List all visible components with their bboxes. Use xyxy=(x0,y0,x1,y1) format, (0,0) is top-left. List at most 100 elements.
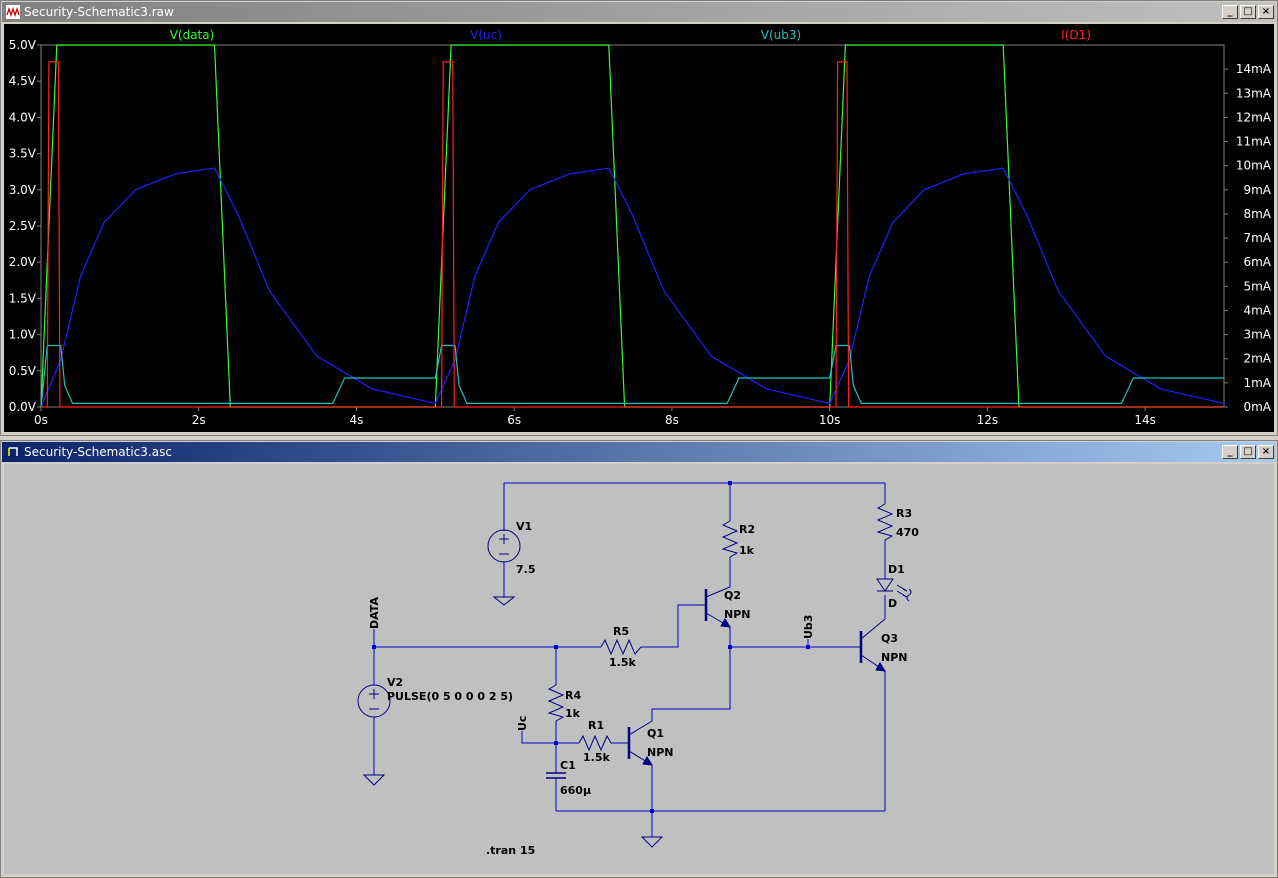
uc-net-label[interactable]: Uc xyxy=(516,716,529,731)
v2-source-icon[interactable] xyxy=(357,684,391,718)
y-right-tick-label: 12mA xyxy=(1236,110,1272,124)
y-right-tick-label: 14mA xyxy=(1236,62,1272,76)
r1-resistor-icon[interactable] xyxy=(578,734,613,752)
q3-name-label[interactable]: Q3 xyxy=(881,632,898,645)
y-right-tick-label: 8mA xyxy=(1243,207,1271,221)
waveform-plot[interactable]: V(data)V(uc)V(ub3)I(D1) 0.0V0.5V1.0V1.5V… xyxy=(4,24,1274,432)
q1-value-label[interactable]: NPN xyxy=(647,746,673,759)
wire-r5-to-q2[interactable] xyxy=(641,604,698,648)
trace-label-vuc[interactable]: V(uc) xyxy=(470,28,502,42)
junction-dot xyxy=(806,645,810,649)
r2-name-label[interactable]: R2 xyxy=(739,523,755,536)
v2-name-label[interactable]: V2 xyxy=(387,676,403,689)
schematic-window-title: Security-Schematic3.asc xyxy=(24,445,172,459)
r3-resistor-icon[interactable] xyxy=(876,503,894,541)
q3-npn-transistor-icon[interactable] xyxy=(853,618,886,672)
schematic-titlebar[interactable]: Security-Schematic3.asc _ □ × xyxy=(2,442,1276,462)
y-left-tick-label: 1.5V xyxy=(9,291,37,305)
x-tick-label: 4s xyxy=(350,413,364,427)
r3-value-label[interactable]: 470 xyxy=(896,526,919,539)
waveform-window-title: Security-Schematic3.raw xyxy=(24,5,174,19)
waveform-titlebar[interactable]: Security-Schematic3.raw _ □ × xyxy=(2,2,1276,22)
schematic-close-button[interactable]: × xyxy=(1258,445,1274,459)
series-line-vdata[interactable] xyxy=(40,44,1224,408)
waveform-close-button[interactable]: × xyxy=(1258,5,1274,19)
r3-name-label[interactable]: R3 xyxy=(896,507,912,520)
schematic-drawing[interactable]: V1 7.5 V2 PULSE(0 5 0 0 0 2 5) R2 1k R3 … xyxy=(4,464,1274,876)
r5-value-label[interactable]: 1.5k xyxy=(609,656,636,669)
r4-value-label[interactable]: 1k xyxy=(565,707,581,720)
r5-resistor-icon[interactable] xyxy=(600,638,642,656)
schematic-window: Security-Schematic3.asc _ □ × xyxy=(0,440,1278,878)
y-right-tick-label: 7mA xyxy=(1243,231,1271,245)
x-tick-label: 14s xyxy=(1134,413,1156,427)
v1-value-label[interactable]: 7.5 xyxy=(516,563,536,576)
y-left-tick-label: 3.0V xyxy=(9,183,37,197)
q2-value-label[interactable]: NPN xyxy=(724,608,750,621)
y-left-tick-label: 1.0V xyxy=(9,328,37,342)
ground-icon[interactable] xyxy=(362,774,386,786)
y-right-tick-label: 5mA xyxy=(1243,279,1271,293)
x-tick-label: 8s xyxy=(665,413,679,427)
c1-name-label[interactable]: C1 xyxy=(560,759,576,772)
y-left-tick-label: 0.0V xyxy=(9,400,37,414)
y-right-tick-label: 4mA xyxy=(1243,303,1271,317)
series-line-vub3[interactable] xyxy=(40,344,1224,408)
r4-name-label[interactable]: R4 xyxy=(565,689,581,702)
schematic-minimize-button[interactable]: _ xyxy=(1222,445,1238,459)
series-line-vuc[interactable] xyxy=(40,167,1225,408)
wire-q1-collector[interactable] xyxy=(651,647,731,721)
v2-value-label[interactable]: PULSE(0 5 0 0 0 2 5) xyxy=(387,690,513,703)
junction-dot xyxy=(372,645,376,649)
r2-resistor-icon[interactable] xyxy=(721,520,739,558)
v1-name-label[interactable]: V1 xyxy=(516,520,532,533)
y-left-tick-label: 2.5V xyxy=(9,219,37,233)
waveform-minimize-button[interactable]: _ xyxy=(1222,5,1238,19)
d1-name-label[interactable]: D1 xyxy=(888,563,905,576)
y-right-tick-label: 3mA xyxy=(1243,328,1271,342)
c1-value-label[interactable]: 660µ xyxy=(560,784,591,797)
ground-icon[interactable] xyxy=(492,596,516,606)
y-right-tick-label: 11mA xyxy=(1236,135,1272,149)
waveform-window: Security-Schematic3.raw _ □ × V(data) V(u… xyxy=(0,0,1278,436)
r1-value-label[interactable]: 1.5k xyxy=(583,751,610,764)
y-left-tick-label: 2.0V xyxy=(9,255,37,269)
y-right-tick-label: 6mA xyxy=(1243,255,1271,269)
y-right-tick-label: 0mA xyxy=(1243,400,1271,414)
y-left-tick-label: 5.0V xyxy=(9,38,37,52)
d1-value-label[interactable]: D xyxy=(888,597,897,610)
y-right-tick-label: 10mA xyxy=(1236,159,1272,173)
q2-name-label[interactable]: Q2 xyxy=(724,589,741,602)
ub3-net-label[interactable]: Ub3 xyxy=(802,615,815,639)
junction-dot xyxy=(554,741,558,745)
ground-icon[interactable] xyxy=(640,836,664,848)
q1-name-label[interactable]: Q1 xyxy=(647,727,664,740)
r4-resistor-icon[interactable] xyxy=(547,684,565,722)
x-tick-label: 0s xyxy=(34,413,48,427)
y-left-tick-label: 3.5V xyxy=(9,147,37,161)
r5-name-label[interactable]: R5 xyxy=(613,625,629,638)
q3-value-label[interactable]: NPN xyxy=(881,651,907,664)
v1-source-icon[interactable] xyxy=(487,529,521,563)
data-net-label[interactable]: DATA xyxy=(368,597,381,629)
x-tick-label: 2s xyxy=(192,413,206,427)
series-line-id1[interactable] xyxy=(41,61,1224,408)
r1-name-label[interactable]: R1 xyxy=(588,719,604,732)
q1-npn-transistor-icon[interactable] xyxy=(623,720,653,766)
r2-value-label[interactable]: 1k xyxy=(739,544,755,557)
tran-directive[interactable]: .tran 15 xyxy=(486,844,535,857)
plot-frame xyxy=(40,44,1225,408)
wire-uc-net[interactable] xyxy=(521,731,579,744)
schematic-app-icon xyxy=(8,447,18,456)
schematic-canvas[interactable]: V1 7.5 V2 PULSE(0 5 0 0 0 2 5) R2 1k R3 … xyxy=(4,464,1274,874)
y-left-tick-label: 4.0V xyxy=(9,110,37,124)
schematic-maximize-button[interactable]: □ xyxy=(1240,445,1256,459)
q2-npn-transistor-icon[interactable] xyxy=(698,586,731,628)
trace-label-vdata[interactable]: V(data) xyxy=(170,28,215,42)
d1-led-icon[interactable] xyxy=(876,578,912,602)
c1-capacitor-icon[interactable] xyxy=(546,772,566,779)
trace-label-vub3[interactable]: V(ub3) xyxy=(761,28,801,42)
trace-label-id1[interactable]: I(D1) xyxy=(1061,28,1091,42)
waveform-maximize-button[interactable]: □ xyxy=(1240,5,1256,19)
